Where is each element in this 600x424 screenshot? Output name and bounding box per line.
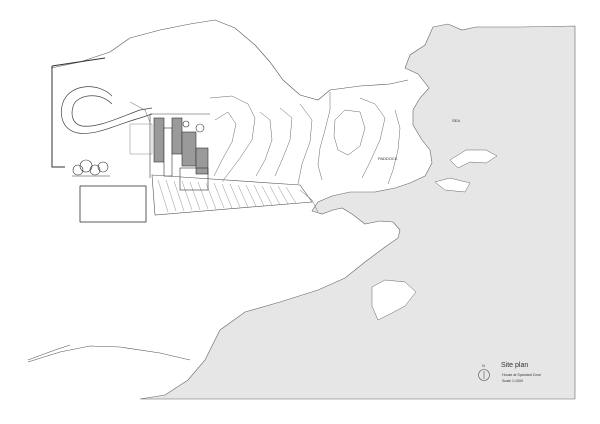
building-wing-4 [181, 131, 197, 167]
property-boundary [51, 57, 106, 168]
trees [72, 159, 110, 177]
shoreline-left [27, 344, 191, 363]
house-buildings [149, 113, 210, 191]
hatched-slope [151, 174, 313, 216]
ridge-line [109, 19, 409, 101]
water-tank [195, 123, 205, 133]
ridge-line-left [50, 51, 111, 69]
plan-title: Site plan [501, 362, 528, 369]
plan-scale: Scale 1:1000 [502, 379, 523, 383]
building-wing-2 [163, 127, 173, 177]
islet-right [449, 149, 498, 169]
north-arrow-letter: N [482, 364, 485, 368]
building-deck [179, 167, 209, 191]
sea-label: SEA [452, 118, 460, 123]
building-roof-line [149, 113, 210, 178]
islet-lower [371, 279, 417, 321]
sea-area [139, 23, 576, 400]
stream-line [299, 189, 319, 213]
paddock-label: PADDOCK [378, 156, 398, 161]
building-wing-1 [153, 117, 165, 163]
north-arrow-circle [478, 369, 490, 381]
building-wing-5 [195, 147, 209, 175]
driveway [61, 86, 153, 134]
title-block: N Site plan House at Spaniard Cove Scale… [478, 362, 541, 383]
islet-mid [434, 177, 471, 193]
water-tank-2 [182, 120, 190, 128]
lawn-area [129, 123, 153, 155]
contour-lines [129, 92, 401, 185]
plan-subtitle: House at Spaniard Cove [502, 373, 541, 377]
tennis-court [79, 185, 147, 223]
driveway-inner [71, 95, 153, 127]
building-wing-3 [171, 117, 183, 155]
